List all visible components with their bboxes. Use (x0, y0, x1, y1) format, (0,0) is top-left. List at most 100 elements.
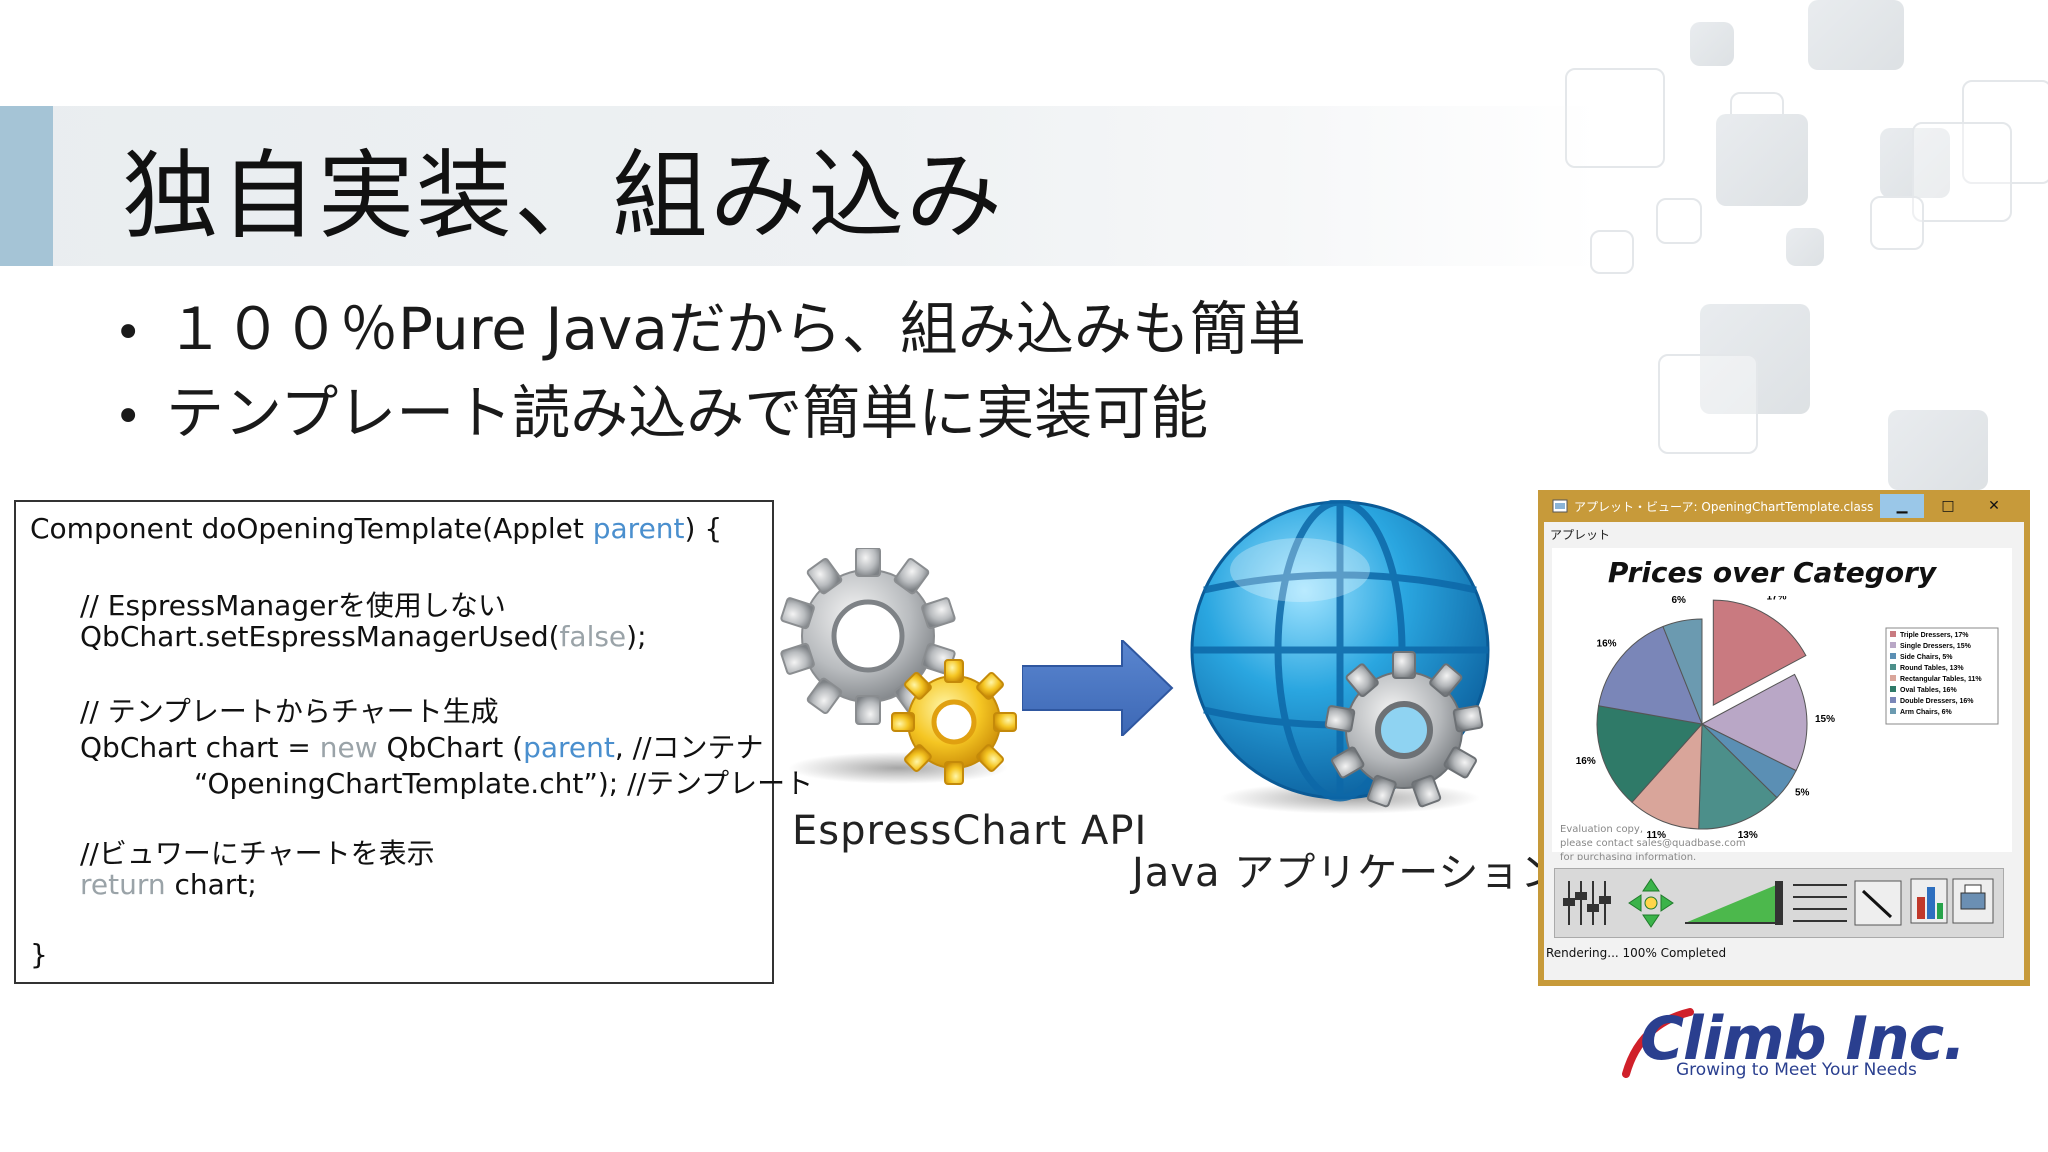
toolbar-controls (1563, 878, 1994, 928)
pie-slice (1698, 722, 1778, 830)
legend-entry: Triple Dressers, 17% (1900, 632, 1969, 639)
code-keyword: parent (523, 731, 615, 764)
legend-entry: Oval Tables, 16% (1900, 687, 1957, 694)
pie-chart: 17%15%5%13%11%16%16%6%Triple Dressers, 1… (1576, 596, 1999, 841)
chart-legend: Triple Dressers, 17% Single Dressers, 15%… (1885, 627, 1999, 725)
pan-arrows-icon[interactable] (1628, 878, 1674, 928)
pie-data-label: 5% (1795, 787, 1810, 798)
title-accent-bar (0, 106, 53, 266)
code-line: return chart; (80, 868, 257, 901)
pie-data-label: 16% (1597, 638, 1617, 649)
minimize-button[interactable]: ▁ (1880, 494, 1924, 518)
decor-square (1870, 196, 1924, 250)
code-keyword: false (559, 620, 627, 653)
code-line: //ビュワーにチャートを表示 (80, 837, 435, 870)
right-arrow-icon (1022, 640, 1174, 736)
decor-square (1656, 198, 1702, 244)
status-text: Rendering... 100% Completed (1546, 946, 1727, 960)
applet-body: アプレット Prices over Category 17%15%5%13%11… (1544, 522, 2024, 980)
code-line: QbChart chart = new QbChart (parent, //コ… (80, 726, 764, 766)
company-logo: Climb Inc. (1640, 1004, 1966, 1074)
code-keyword: parent (592, 512, 685, 545)
logo-tagline: Growing to Meet Your Needs (1676, 1060, 1917, 1080)
bullet-item: • １００％Pure Javaだから、組み込みも簡単 (114, 282, 1306, 366)
pie-slice (1631, 722, 1703, 830)
legend-entry: Side Chairs, 5% (1900, 654, 1953, 661)
globe-icon (1190, 500, 1490, 814)
code-line: “OpeningChartTemplate.cht”); //テンプレート (194, 767, 814, 800)
code-keyword: new (319, 731, 378, 764)
eval-notice: Evaluation copy, (1560, 824, 1644, 835)
eval-notice: please contact sales@quadbase.com (1560, 838, 1746, 849)
legend-entry: Double Dressers, 16% (1900, 698, 1974, 705)
legend-swatch (1890, 708, 1896, 714)
list-sliders-icon[interactable] (1793, 884, 1847, 922)
decor-square (1716, 114, 1808, 206)
slide-title: 独自実装、組み込み (122, 140, 1004, 252)
decor-square (1880, 128, 1950, 198)
pie-slice (1712, 599, 1807, 706)
menu-applet[interactable]: アプレット (1550, 528, 1611, 542)
legend-entry: Round Tables, 13% (1900, 665, 1964, 672)
slider-controls-icon[interactable] (1563, 881, 1611, 925)
pie-slice (1700, 673, 1808, 772)
legend-entry: Arm Chairs, 6% (1900, 709, 1953, 716)
bar-chart-3d-icon[interactable] (1910, 878, 1948, 924)
pie-data-label: 17% (1766, 596, 1786, 603)
decor-square (1690, 22, 1734, 66)
pie-slice (1596, 705, 1703, 803)
zoom-slider-icon[interactable] (1685, 881, 1783, 925)
bullet-text: テンプレート読み込みで簡単に実装可能 (166, 379, 1209, 447)
api-label: EspressChart API (792, 808, 1148, 854)
code-text: ); (626, 620, 647, 653)
legend-swatch (1890, 675, 1896, 681)
close-button[interactable]: ✕ (1972, 494, 2016, 518)
pie-data-label: 11% (1647, 830, 1667, 841)
code-text: QbChart.setEspressManagerUsed( (80, 620, 560, 653)
legend-swatch (1890, 686, 1896, 692)
code-line: // テンプレートからチャート生成 (80, 695, 499, 728)
title-band (0, 106, 1600, 266)
legend-entry: Single Dressers, 15% (1900, 643, 1972, 650)
code-keyword: return (80, 868, 166, 901)
decor-square (1888, 410, 1988, 490)
legend-swatch (1890, 664, 1896, 670)
pie-data-label: 16% (1576, 756, 1596, 767)
code-text: QbChart ( (377, 731, 524, 764)
java-app-icon (1552, 499, 1568, 513)
code-text: QbChart chart = (80, 731, 320, 764)
gears-icon (780, 548, 1017, 785)
code-box: Component doOpeningTemplate(Applet paren… (14, 500, 813, 984)
legend-swatch (1890, 642, 1896, 648)
line-tool-icon[interactable] (1854, 880, 1902, 926)
window-titlebar[interactable]: アプレット・ビューア: OpeningChartTemplate.class ▁… (1538, 490, 2030, 522)
printer-icon[interactable] (1952, 878, 1994, 924)
pie-data-label: 15% (1815, 714, 1835, 725)
decor-square (1912, 122, 2012, 222)
bullet-dot: • (114, 305, 143, 361)
code-line: } (30, 938, 48, 971)
legend-entry: Rectangular Tables, 11% (1900, 676, 1982, 683)
code-text: ) { (684, 512, 723, 545)
chart-title: Prices over Category (1607, 556, 1937, 589)
code-text: , //コンテナ (614, 731, 764, 764)
code-line: QbChart.setEspressManagerUsed(false); (80, 620, 647, 653)
decor-square (1808, 0, 1904, 70)
eval-notice: for purchasing information. (1560, 852, 1697, 860)
decor-square (1962, 80, 2048, 184)
legend-swatch (1890, 697, 1896, 703)
pie-slice (1662, 618, 1703, 725)
code-line: Component doOpeningTemplate(Applet paren… (30, 512, 722, 545)
legend-box (1885, 627, 1999, 725)
bullet-dot: • (114, 389, 143, 445)
window-title: アプレット・ビューア: OpeningChartTemplate.class (1574, 500, 1874, 514)
applet-viewer-window: アプレット・ビューア: OpeningChartTemplate.class ▁… (1538, 490, 2030, 986)
bullet-text: １００％Pure Javaだから、組み込みも簡単 (166, 295, 1306, 363)
decor-square (1786, 228, 1824, 266)
decor-square (1658, 354, 1758, 454)
java-app-label: Java アプリケーション (1132, 850, 1562, 896)
chart-toolbar (1554, 868, 2004, 938)
chart-panel: Prices over Category 17%15%5%13%11%16%16… (1552, 548, 2012, 860)
maximize-button[interactable]: □ (1926, 494, 1970, 518)
legend-swatch (1890, 631, 1896, 637)
